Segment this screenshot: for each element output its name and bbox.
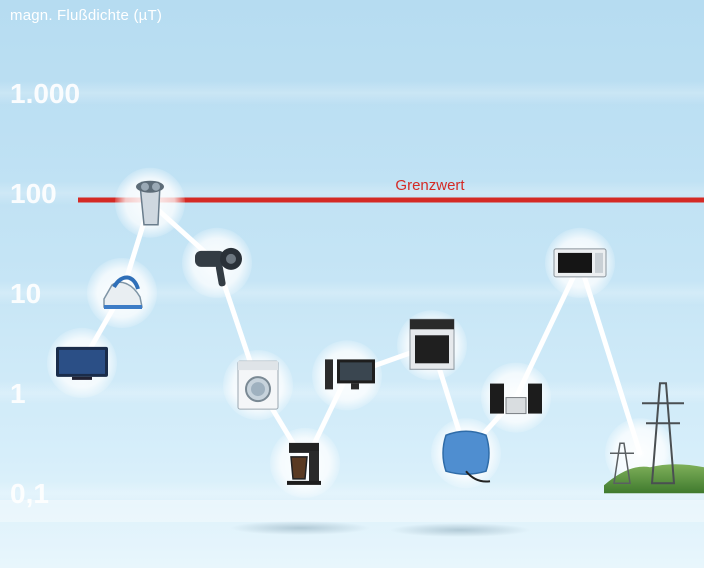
iron-icon xyxy=(103,275,143,309)
data-point xyxy=(182,227,252,298)
y-tick-label: 0,1 xyxy=(10,478,49,509)
data-point xyxy=(87,258,157,328)
stereo-system-icon xyxy=(490,383,542,415)
power-pylon-icon xyxy=(604,382,704,494)
microwave-icon xyxy=(553,248,607,278)
electric-shaver-icon xyxy=(136,180,164,226)
data-point xyxy=(481,362,551,433)
data-point xyxy=(47,327,117,398)
washing-machine-icon xyxy=(237,360,279,410)
limit-label: Grenzwert xyxy=(395,177,465,194)
y-tick-label: 10 xyxy=(10,278,41,309)
data-point xyxy=(545,227,615,298)
data-point xyxy=(312,340,382,411)
data-point xyxy=(270,427,340,498)
hair-dryer-icon xyxy=(195,247,242,287)
y-tick-label: 1.000 xyxy=(10,78,80,109)
grid-band xyxy=(0,81,704,105)
floor-shadow xyxy=(230,521,370,535)
computer-monitor-icon xyxy=(325,359,375,390)
data-point xyxy=(397,310,467,381)
grid-band xyxy=(0,481,704,505)
electric-stove-icon xyxy=(409,318,455,370)
data-point xyxy=(604,382,704,494)
television-icon xyxy=(56,346,108,380)
y-axis-title: magn. Flußdichte (µT) xyxy=(10,7,163,24)
data-point xyxy=(115,167,185,238)
floor-shadow xyxy=(390,523,530,537)
coffee-maker-icon xyxy=(287,442,321,485)
data-point xyxy=(431,418,501,489)
floor-band xyxy=(0,500,704,522)
heating-pad-icon xyxy=(442,430,491,483)
data-point xyxy=(223,350,293,421)
y-tick-label: 100 xyxy=(10,178,57,209)
y-tick-label: 1 xyxy=(10,378,26,409)
